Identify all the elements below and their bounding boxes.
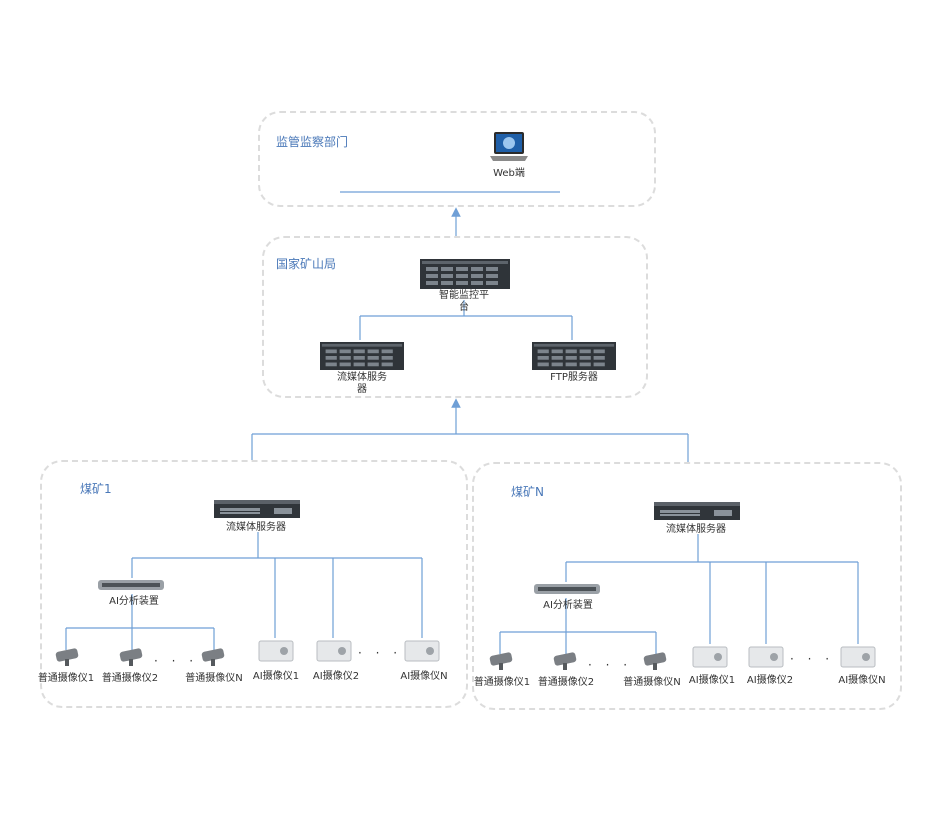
analysis-box-icon-mineN [534, 584, 600, 594]
panel-mine1 [40, 460, 468, 708]
box-camera-icon-mineN-1 [692, 646, 728, 668]
box-camera-icon-mineN-N [840, 646, 876, 668]
dome-camera-icon-mine1-N [201, 648, 225, 666]
platform-label: 智能监控平台 [439, 290, 489, 313]
rack-server-icon-mine1 [214, 500, 300, 518]
panel-supervision [258, 111, 656, 207]
mine1-ai-ellipsis: · · · [357, 646, 403, 660]
stream-server-label: 流媒体服务器 [337, 372, 387, 395]
mineN-cam-ellipsis: · · · [587, 658, 633, 672]
mine1-ai1-label: AI摄像仪1 [252, 671, 300, 682]
mineN-cam1-label: 普通摄像仪1 [473, 677, 531, 688]
panel-mineN [472, 462, 902, 710]
rack-server-icon-stream [320, 342, 404, 370]
panel-bureau [262, 236, 648, 398]
web-label: Web端 [493, 168, 525, 179]
mine1-aiN-label: AI摄像仪N [400, 671, 448, 682]
mine1-camN-label: 普通摄像仪N [185, 673, 243, 684]
section-label-mineN: 煤矿N [511, 485, 544, 499]
box-camera-icon-mine1-2 [316, 640, 352, 662]
section-label-supervision: 监管监察部门 [276, 135, 349, 149]
mineN-aiN-label: AI摄像仪N [838, 675, 886, 686]
section-label-bureau: 国家矿山局 [276, 257, 337, 271]
mineN-ai-device-label: AI分析装置 [543, 600, 593, 611]
mine1-cam2-label: 普通摄像仪2 [101, 673, 159, 684]
analysis-box-icon-mine1 [98, 580, 164, 590]
dome-camera-icon-mineN-2 [553, 652, 577, 670]
mineN-ai1-label: AI摄像仪1 [688, 675, 736, 686]
ftp-server-label: FTP服务器 [550, 372, 598, 383]
rack-server-icon-ftp [532, 342, 616, 370]
mine1-stream-label: 流媒体服务器 [226, 522, 286, 533]
dome-camera-icon-mine1-2 [119, 648, 143, 666]
section-label-mine1: 煤矿1 [80, 482, 112, 496]
dome-camera-icon-mineN-1 [489, 652, 513, 670]
dome-camera-icon-mineN-N [643, 652, 667, 670]
mineN-ai-ellipsis: · · · [789, 652, 835, 666]
box-camera-icon-mineN-2 [748, 646, 784, 668]
laptop-icon [490, 132, 528, 161]
box-camera-icon-mine1-N [404, 640, 440, 662]
mineN-ai2-label: AI摄像仪2 [746, 675, 794, 686]
box-camera-icon-mine1-1 [258, 640, 294, 662]
dome-camera-icon-mine1-1 [55, 648, 79, 666]
mine1-ai-device-label: AI分析装置 [109, 596, 159, 607]
mineN-camN-label: 普通摄像仪N [623, 677, 681, 688]
mineN-cam2-label: 普通摄像仪2 [537, 677, 595, 688]
mineN-stream-label: 流媒体服务器 [666, 524, 726, 535]
rack-server-icon-mineN [654, 502, 740, 520]
rack-server-icon-platform [420, 259, 510, 289]
mine1-ai2-label: AI摄像仪2 [312, 671, 360, 682]
mine1-cam1-label: 普通摄像仪1 [37, 673, 95, 684]
mine1-cam-ellipsis: · · · [153, 654, 199, 668]
